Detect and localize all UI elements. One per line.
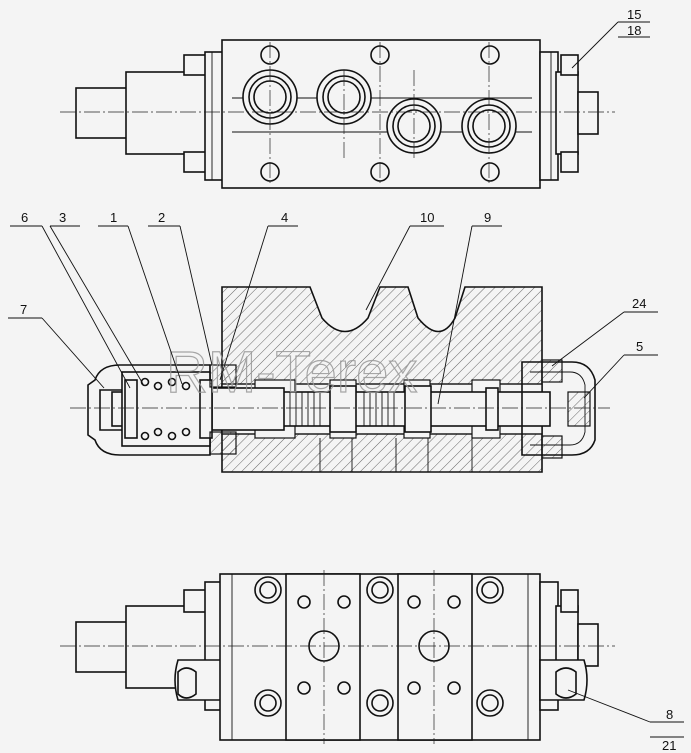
top-view	[60, 39, 615, 189]
spool-lands	[211, 385, 499, 433]
top-left-solenoid-body	[125, 71, 207, 155]
spring-seat-right	[199, 379, 213, 439]
top-bolt-hole	[480, 45, 500, 65]
top-left-solenoid-cap	[75, 87, 129, 139]
right-end-cap	[521, 361, 596, 456]
callout-15: 15	[627, 7, 641, 22]
spool-notches	[289, 392, 395, 426]
top-right-end	[577, 91, 599, 135]
spring-seat-left	[124, 379, 138, 439]
top-right-cap	[555, 71, 579, 155]
callout-18: 18	[627, 23, 641, 38]
callout-21: 21	[662, 738, 676, 753]
top-left-lower-plug	[183, 151, 207, 173]
bottom-right-upper-plug	[560, 589, 579, 613]
top-left-flange	[204, 51, 224, 181]
bottom-left-upper-plug	[183, 589, 207, 613]
callout-7: 7	[20, 302, 27, 317]
left-spring-cap	[87, 364, 211, 456]
callout-24: 24	[632, 296, 646, 311]
callout-3: 3	[59, 210, 66, 225]
bottom-left-solenoid-cap	[75, 621, 129, 673]
top-left-upper-plug	[183, 54, 207, 76]
callout-2: 2	[158, 210, 165, 225]
callout-9: 9	[484, 210, 491, 225]
callout-8: 8	[666, 707, 673, 722]
callout-10: 10	[420, 210, 434, 225]
section-view	[70, 286, 610, 473]
top-right-upper-plug	[560, 54, 579, 76]
top-right-lower-plug	[560, 151, 579, 173]
watermark-text: RM-Terex	[166, 340, 417, 405]
bottom-right-end	[577, 623, 599, 667]
callouts: 15 18 6 3 1 2 4 10 9 7 2	[8, 7, 684, 753]
callout-6: 6	[21, 210, 28, 225]
callout-4: 4	[281, 210, 288, 225]
right-seal	[541, 359, 563, 383]
callout-5: 5	[636, 339, 643, 354]
bottom-view	[60, 570, 615, 744]
top-bolt-hole	[480, 162, 500, 182]
left-seal	[209, 364, 237, 388]
callout-1: 1	[110, 210, 117, 225]
right-end-screw	[567, 391, 591, 427]
